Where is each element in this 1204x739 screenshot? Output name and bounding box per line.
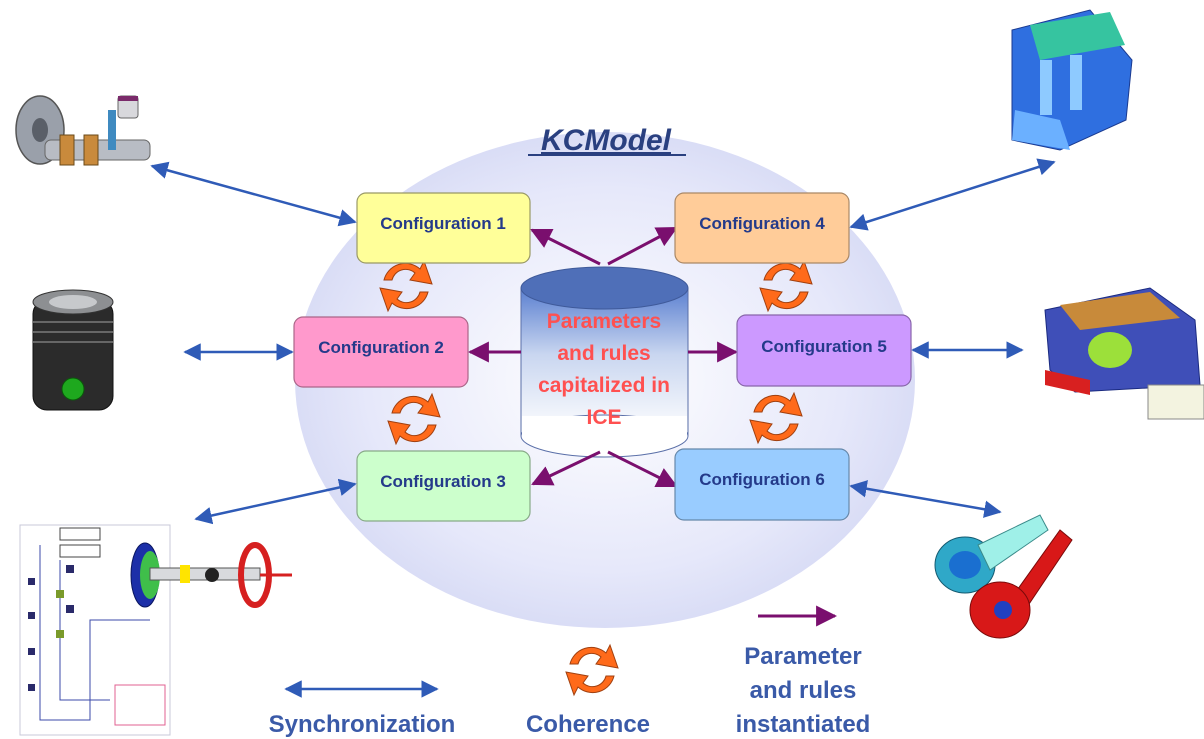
configuration-4-box[interactable]: Configuration 4 xyxy=(674,192,850,264)
database-line-1: Parameters xyxy=(547,310,661,333)
legend-instantiated-line-3: instantiated xyxy=(736,711,871,738)
engine-block-mesh-icon xyxy=(1011,9,1133,151)
configuration-4-label: Configuration 4 xyxy=(699,214,825,233)
configuration-3-box[interactable]: Configuration 3 xyxy=(356,450,531,522)
configuration-6-box[interactable]: Configuration 6 xyxy=(674,448,850,521)
connecting-rod-fea-icon xyxy=(934,514,1073,639)
configuration-6-label: Configuration 6 xyxy=(699,470,825,489)
configuration-1-box[interactable]: Configuration 1 xyxy=(356,192,531,264)
legend-coherence: Coherence xyxy=(526,711,650,738)
legend-coherence-icon xyxy=(565,643,619,697)
vehicle-body-mesh-icon xyxy=(1044,287,1204,420)
database-line-4: ICE xyxy=(586,406,621,429)
database-line-3: capitalized in xyxy=(538,374,670,397)
configuration-1-label: Configuration 1 xyxy=(380,214,506,233)
legend-instantiated-line-2: and rules xyxy=(750,677,857,704)
param-arrow-config-3 xyxy=(531,450,601,486)
legend-synchronization: Synchronization xyxy=(269,711,456,738)
sync-arrow-config-3 xyxy=(194,478,357,525)
diagram-title: KCModel xyxy=(541,124,672,157)
legend: Synchronization Coherence Parameter and … xyxy=(269,605,871,738)
configuration-5-box[interactable]: Configuration 5 xyxy=(736,314,912,387)
database-line-2: and rules xyxy=(557,342,650,365)
block-diagram-drivetrain-icon xyxy=(19,524,292,736)
configuration-2-label: Configuration 2 xyxy=(318,338,444,357)
parameters-database: Parameters and rules capitalized in ICE xyxy=(520,266,689,458)
param-arrow-config-4 xyxy=(607,226,678,266)
coherence-cycle-2-3 xyxy=(387,392,441,446)
coherence-cycle-4-5 xyxy=(759,259,813,313)
synchronization-arrows xyxy=(150,158,1056,525)
configuration-5-label: Configuration 5 xyxy=(761,337,887,356)
sync-arrow-config-1 xyxy=(150,161,357,227)
configuration-3-label: Configuration 3 xyxy=(380,472,506,491)
piston-icon xyxy=(32,289,114,411)
param-arrow-config-6 xyxy=(607,450,678,488)
configuration-2-box[interactable]: Configuration 2 xyxy=(293,316,469,388)
sync-arrow-config-6 xyxy=(849,480,1002,518)
legend-instantiated-line-1: Parameter xyxy=(744,643,861,670)
param-arrow-config-1 xyxy=(530,228,601,266)
coherence-cycle-5-6 xyxy=(749,391,803,445)
coherence-cycle-1-2 xyxy=(379,259,433,313)
crankshaft-piston-icon xyxy=(15,95,151,166)
parameter-arrows xyxy=(467,226,739,488)
sync-arrow-config-4 xyxy=(849,158,1056,231)
